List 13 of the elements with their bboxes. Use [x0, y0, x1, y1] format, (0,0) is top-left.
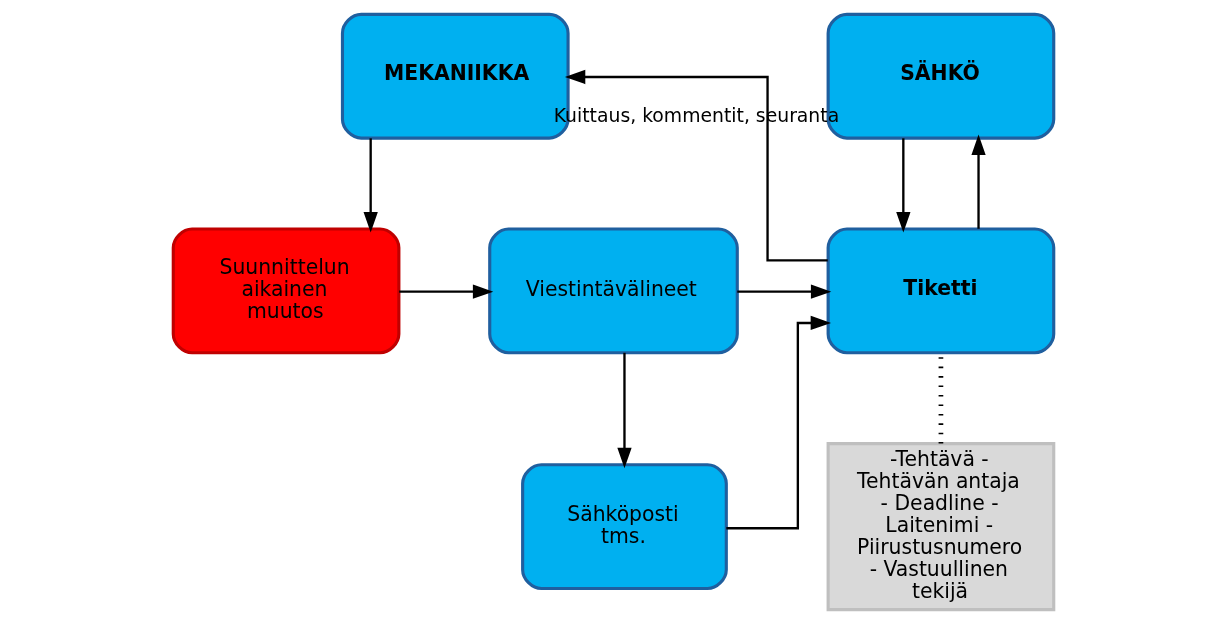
- node-box: Viestintävälineet: [488, 227, 739, 355]
- arrow: [617, 352, 632, 469]
- arrow: [399, 284, 494, 299]
- arrow: [363, 138, 378, 233]
- arrow: [564, 69, 828, 262]
- node-box: -Tehtävä - Tehtävän antaja - Deadline - Laitenimi - Piirustusnumero - Vastuullinen tekijä: [826, 442, 1056, 612]
- arrow: [737, 284, 832, 299]
- node-box: Suunnittelun aikainen muutos: [171, 227, 401, 355]
- arrow: [726, 315, 832, 530]
- arrow: [971, 134, 986, 229]
- node-box: Sähköposti tms.: [521, 463, 728, 591]
- arrow: [896, 138, 911, 233]
- node-box: Tiketti: [826, 227, 1056, 355]
